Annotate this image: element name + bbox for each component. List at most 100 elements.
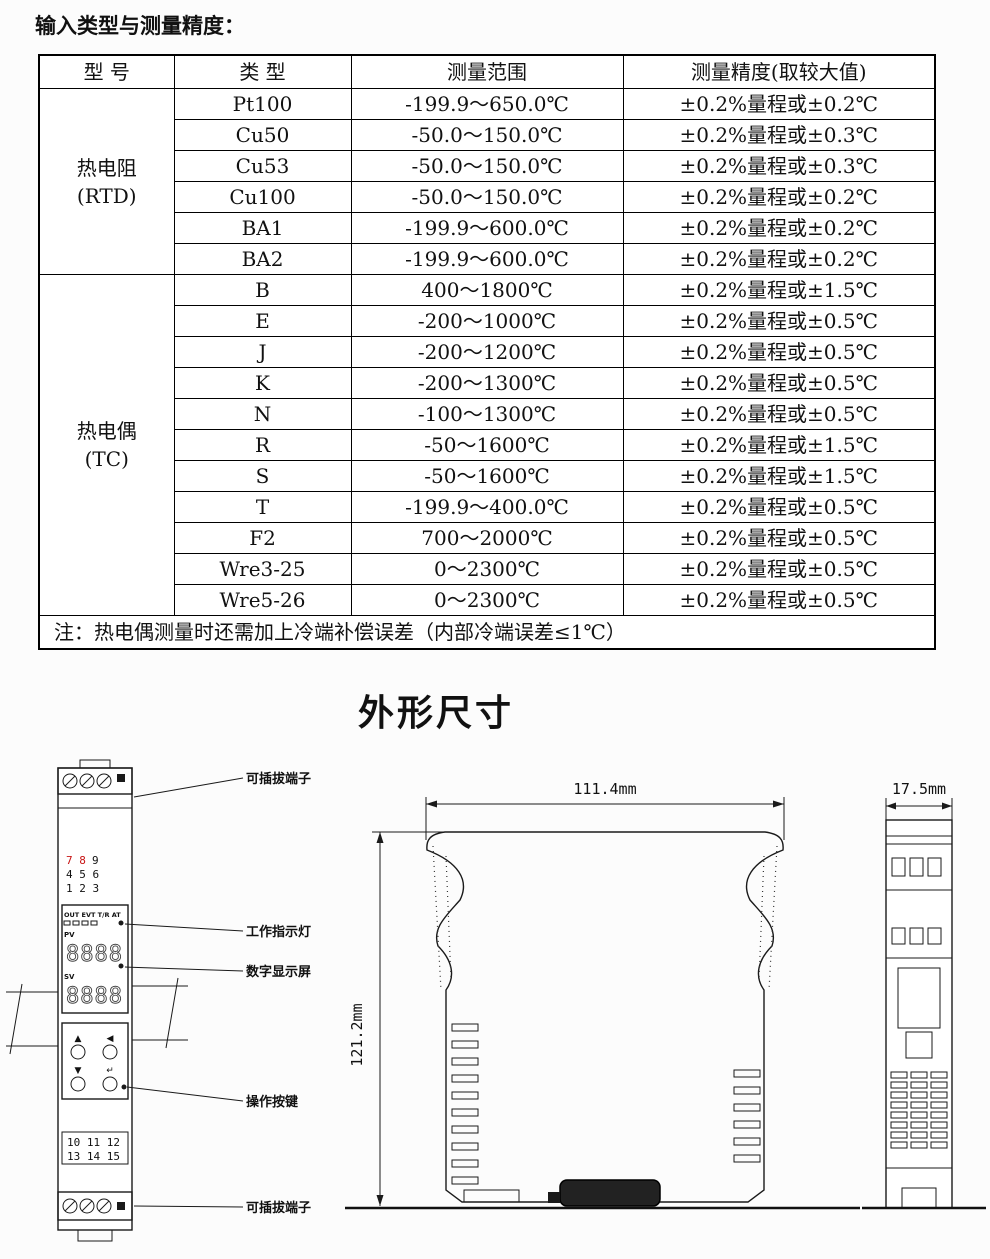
end-body [885, 819, 953, 1209]
up-button [70, 1044, 86, 1060]
type-cell: R [173, 429, 352, 461]
end-vent-grid [890, 1071, 948, 1149]
module-bottom-tab [77, 1229, 113, 1242]
model-cell: 热电偶(TC) [38, 274, 175, 616]
fold-line-dotted [445, 855, 452, 981]
down-arrow-icon: ▼ [75, 1066, 82, 1076]
range-cell: -199.9～650.0℃ [350, 88, 624, 120]
type-cell: Wre3-25 [173, 553, 352, 585]
terminal-block-bottom [57, 1191, 133, 1221]
table-row: J-200～1200℃±0.2%量程或±0.5℃ [39, 336, 936, 368]
case-profile [426, 831, 784, 1203]
indicator-led-box [81, 920, 89, 926]
terminal-block-top [57, 767, 133, 809]
height-dimension: 121.2mm [348, 1003, 366, 1066]
left-arrow-icon: ◀ [107, 1034, 114, 1044]
range-cell: 0～2300℃ [350, 553, 624, 585]
terminal-numbers-top: 7 8 9 4 5 6 1 2 3 [66, 854, 99, 895]
range-cell: -100～1300℃ [350, 398, 624, 430]
left-button [102, 1044, 118, 1060]
display-bezel: OUT EVT T/R AT PV 8888 SV 8888 [61, 904, 129, 1014]
accuracy-cell: ±0.2%量程或±0.2℃ [622, 212, 936, 244]
type-cell: J [173, 336, 352, 368]
width-dimension: 111.4mm [573, 780, 636, 798]
dim-arrow [426, 800, 437, 808]
range-cell: -50.0～150.0℃ [350, 181, 624, 213]
table-row: N-100～1300℃±0.2%量程或±0.5℃ [39, 398, 936, 430]
callout-buttons: 操作按键 [246, 1094, 298, 1110]
table-note: 注：热电偶测量时还需加上冷端补偿误差（内部冷端误差≤1℃） [38, 615, 936, 650]
type-cell: B [173, 274, 352, 306]
sv-display: 8888 [66, 984, 123, 1009]
end-view: 17.5mm [862, 780, 986, 1210]
terminal-numbers-red: 7 8 [66, 854, 86, 867]
type-cell: E [173, 305, 352, 337]
screw-terminal [62, 773, 78, 789]
type-cell: BA1 [173, 212, 352, 244]
table-row: BA1-199.9～600.0℃±0.2%量程或±0.2℃ [39, 212, 936, 244]
terminal-profile [463, 1189, 520, 1203]
table-row: 热电阻(RTD)Pt100-199.9～650.0℃±0.2%量程或±0.2℃ [38, 88, 936, 275]
pv-display: 8888 [66, 942, 123, 967]
screw-terminal [96, 773, 112, 789]
enter-button [102, 1076, 118, 1092]
type-cell: F2 [173, 522, 352, 554]
dim-arrow [942, 802, 952, 810]
range-cell: -50.0～150.0℃ [350, 150, 624, 182]
range-cell: 700～2000℃ [350, 522, 624, 554]
range-cell: -199.9～600.0℃ [350, 243, 624, 275]
dim-arrow [376, 1195, 384, 1206]
up-arrow-icon: ▲ [75, 1034, 82, 1044]
front-view: 7 8 9 4 5 6 1 2 3 OUT EVT T/R AT PV 8888… [6, 759, 188, 1242]
terminal-numbers-line2: 4 5 6 [66, 868, 99, 881]
bottom-terminal-line2: 13 14 15 [67, 1150, 120, 1163]
table-row: Cu100-50.0～150.0℃±0.2%量程或±0.2℃ [39, 181, 936, 213]
table-row: T-199.9～400.0℃±0.2%量程或±0.5℃ [39, 491, 936, 523]
range-cell: -50～1600℃ [350, 429, 624, 461]
range-cell: 0～2300℃ [350, 584, 624, 616]
vent-slots-right [733, 1069, 761, 1163]
terminal-numbers-bottom: 10 11 12 13 14 15 [61, 1131, 129, 1165]
callout-indicator: 工作指示灯 [246, 924, 311, 940]
accuracy-cell: ±0.2%量程或±1.5℃ [622, 429, 936, 461]
dim-arrow [886, 802, 896, 810]
range-cell: 400～1800℃ [350, 274, 624, 306]
terminal-mark [117, 1202, 125, 1210]
accuracy-cell: ±0.2%量程或±0.5℃ [622, 305, 936, 337]
col-header-accuracy: 测量精度(取较大值) [622, 54, 936, 89]
table-header-row: 型 号 类 型 测量范围 测量精度(取较大值) [38, 54, 936, 89]
range-cell: -200～1000℃ [350, 305, 624, 337]
accuracy-cell: ±0.2%量程或±0.5℃ [622, 522, 936, 554]
type-cell: S [173, 460, 352, 492]
pv-label: PV [64, 931, 75, 939]
accuracy-cell: ±0.2%量程或±0.3℃ [622, 150, 936, 182]
accuracy-cell: ±0.2%量程或±0.5℃ [622, 553, 936, 585]
type-cell: N [173, 398, 352, 430]
accuracy-cell: ±0.2%量程或±1.5℃ [622, 460, 936, 492]
screw-terminal [79, 773, 95, 789]
depth-dimension: 17.5mm [892, 780, 946, 798]
type-cell: BA2 [173, 243, 352, 275]
type-cell: Cu100 [173, 181, 352, 213]
dim-arrow [376, 832, 384, 843]
screw-terminal [96, 1198, 112, 1214]
range-cell: -200～1200℃ [350, 336, 624, 368]
accuracy-cell: ±0.2%量程或±1.5℃ [622, 274, 936, 306]
accuracy-cell: ±0.2%量程或±0.2℃ [622, 88, 936, 120]
table-row: Cu53-50.0～150.0℃±0.2%量程或±0.3℃ [39, 150, 936, 182]
type-cell: Wre5-26 [173, 584, 352, 616]
table-row: BA2-199.9～600.0℃±0.2%量程或±0.2℃ [39, 243, 936, 275]
table-row: K-200～1300℃±0.2%量程或±0.5℃ [39, 367, 936, 399]
callout-terminal-top: 可插拔端子 [246, 771, 311, 787]
indicator-led-box [63, 920, 71, 926]
terminal-mark [117, 774, 125, 782]
note-row: 注：热电偶测量时还需加上冷端补偿误差（内部冷端误差≤1℃） [38, 615, 936, 650]
end-inner-block [897, 967, 941, 1029]
display-led [118, 963, 124, 969]
end-slots-upper [891, 857, 942, 877]
terminal-numbers-black: 9 [92, 854, 99, 867]
